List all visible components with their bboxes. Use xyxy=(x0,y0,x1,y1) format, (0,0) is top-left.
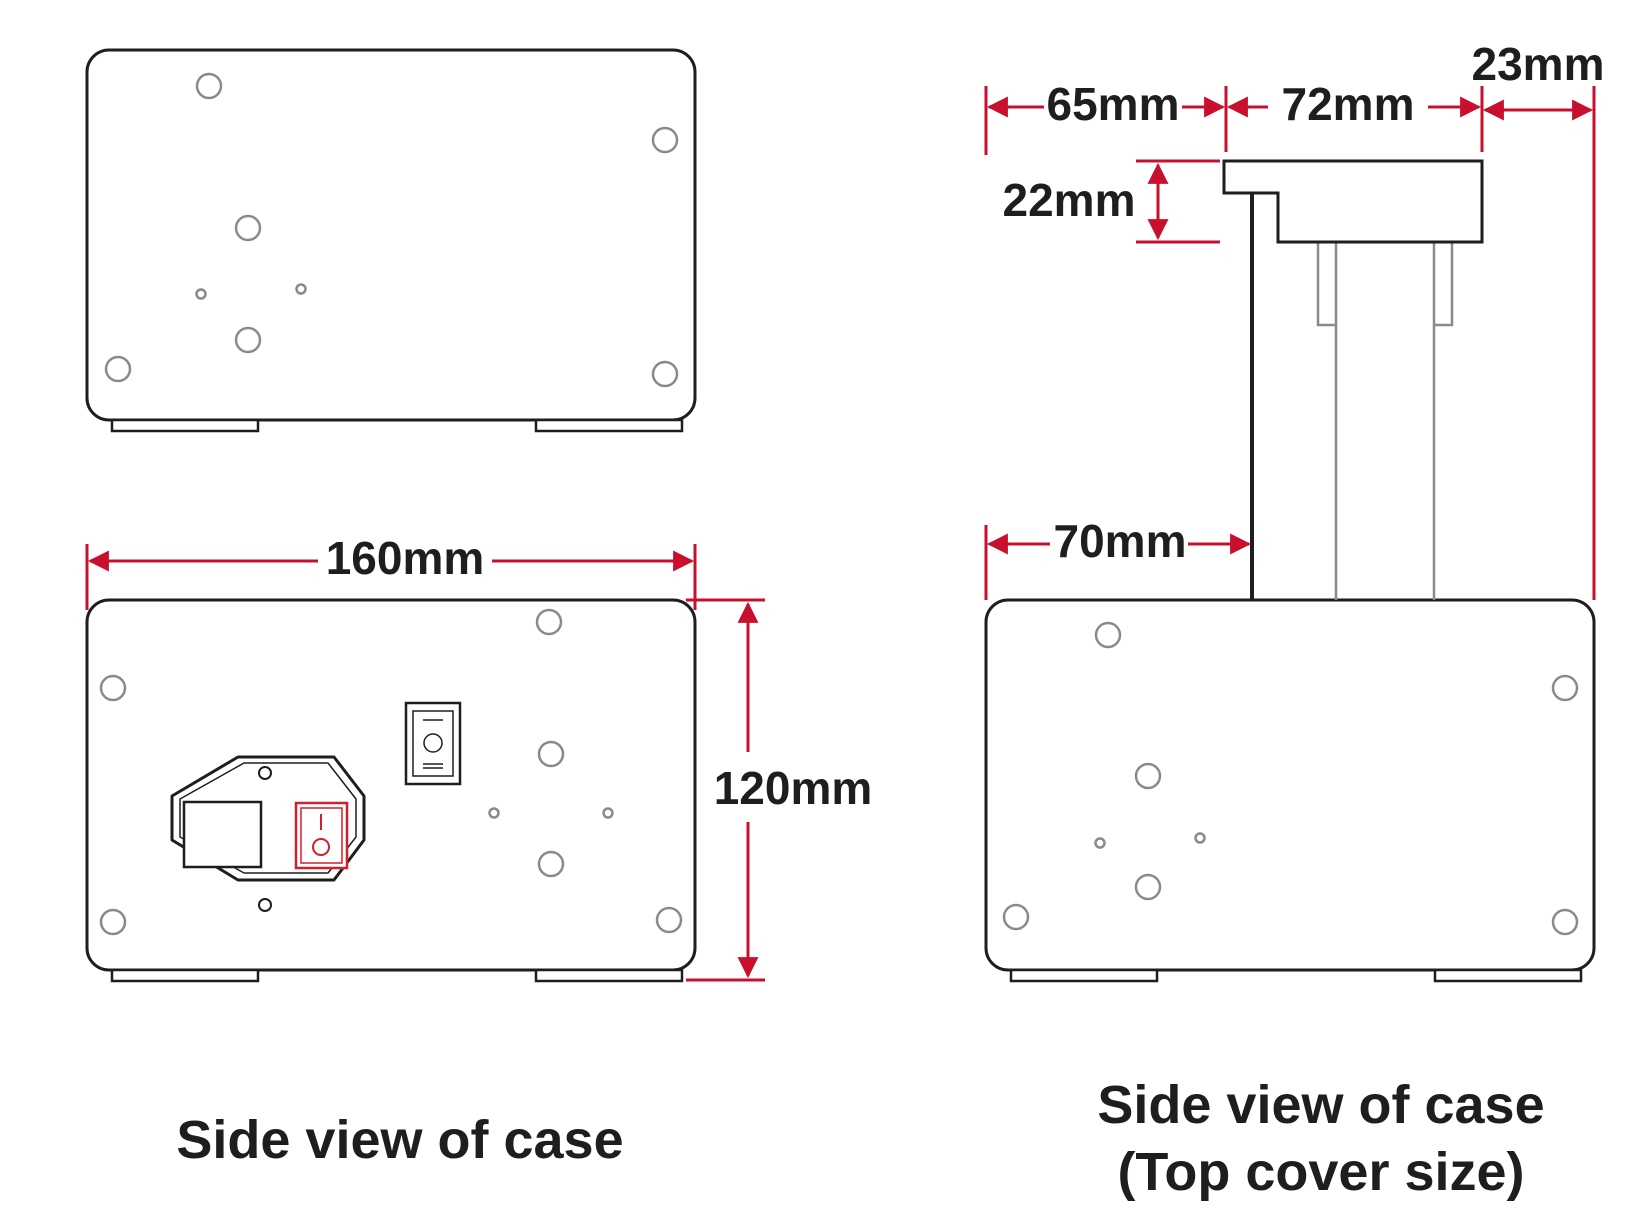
mount-holes xyxy=(99,608,683,936)
left-offset-label: 65mm xyxy=(1047,78,1180,130)
case-body xyxy=(984,598,1596,972)
bottom-left-case: 160mm 120mm xyxy=(85,532,873,983)
right-case: 65mm 72mm 23mm 22mm 70mm xyxy=(984,38,1605,983)
case-body xyxy=(85,598,697,972)
right-offset-dimension: 23mm xyxy=(1472,38,1605,121)
support-rods xyxy=(1316,242,1454,600)
height-label: 120mm xyxy=(714,762,873,814)
top-cover-width-label: 72mm xyxy=(1282,78,1415,130)
rocker-switch-icon xyxy=(404,701,462,786)
width-dimension: 160mm xyxy=(85,532,697,610)
case-foot-right xyxy=(534,418,684,433)
top-cover xyxy=(1222,159,1484,244)
top-cover-height-dimension: 22mm xyxy=(1003,159,1220,244)
right-caption-line1: Side view of case xyxy=(1097,1075,1544,1135)
case-body xyxy=(85,48,697,422)
post-offset-dimension: 70mm xyxy=(986,515,1252,567)
power-switch-icon xyxy=(170,755,366,912)
case-foot-left xyxy=(1009,968,1159,983)
right-caption-line2: (Top cover size) xyxy=(1117,1142,1524,1202)
mount-holes xyxy=(1002,621,1579,936)
case-foot-left xyxy=(110,968,260,983)
top-cover-width-dimension: 72mm xyxy=(1226,78,1482,130)
case-foot-right xyxy=(534,968,684,983)
top-left-case xyxy=(85,48,697,433)
case-foot-left xyxy=(110,418,260,433)
height-dimension: 120mm xyxy=(686,598,873,982)
mount-holes xyxy=(104,72,679,388)
fuse-socket-icon xyxy=(182,800,263,869)
red-switch-icon xyxy=(294,801,349,870)
left-caption: Side view of case xyxy=(176,1110,623,1170)
width-label: 160mm xyxy=(326,532,485,584)
left-offset-dimension: 65mm xyxy=(986,78,1226,130)
case-foot-right xyxy=(1433,968,1583,983)
post-offset-label: 70mm xyxy=(1054,515,1187,567)
right-offset-label: 23mm xyxy=(1472,38,1605,90)
top-cover-height-label: 22mm xyxy=(1003,174,1136,226)
